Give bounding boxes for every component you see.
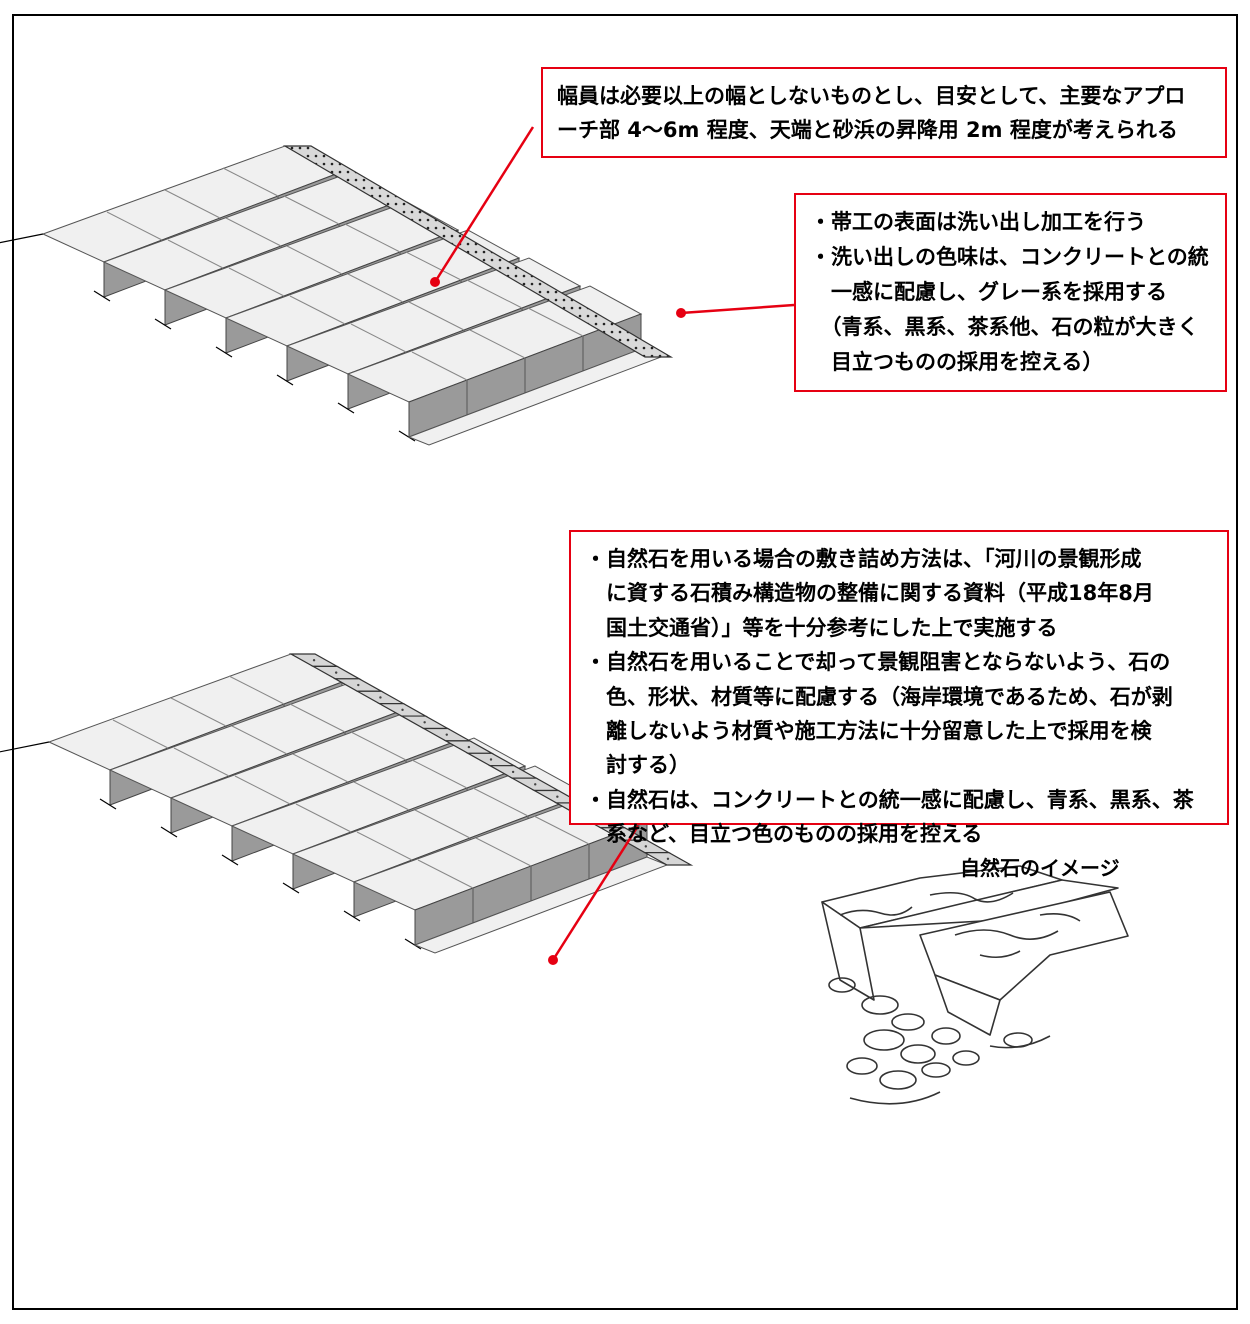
callout-line: 討する） xyxy=(585,753,690,778)
callout-line: 目立つものの採用を控える） xyxy=(810,350,1104,374)
callout-line: ーチ部 4～6m 程度、天端と砂浜の昇降用 2m 程度が考えられる xyxy=(557,118,1178,142)
callout-line: 幅員は必要以上の幅としないものとし、目安として、主要なアプロ xyxy=(557,84,1186,108)
callout-line: （青系、黒系、茶系他、石の粒が大きく xyxy=(810,315,1199,339)
callout-line: ・自然石は、コンクリートとの統一感に配慮し、青系、黒系、茶 xyxy=(585,787,1194,812)
callout-line: ・帯工の表面は洗い出し加工を行う xyxy=(810,210,1146,234)
stairs-illustration-washed-finish xyxy=(0,145,674,446)
callout-line: ・洗い出しの色味は、コンクリートとの統 xyxy=(810,245,1209,269)
surface-finish-callout: ・帯工の表面は洗い出し加工を行う ・洗い出しの色味は、コンクリートとの統 一感に… xyxy=(794,193,1227,392)
callout-line: 色、形状、材質等に配慮する（海岸環境であるため、石が剥 xyxy=(585,684,1173,709)
callout-line: ・自然石を用いることで却って景観阻害とならないよう、石の xyxy=(585,650,1171,675)
stone-image-caption: 自然石のイメージ xyxy=(960,856,1120,880)
callout-line: 系など、目立つ色のものの採用を控える xyxy=(585,822,983,847)
callout-line: 国土交通省）」等を十分参考にした上で実施する xyxy=(585,615,1058,640)
natural-stone-callout: ・自然石を用いる場合の敷き詰め方法は、「河川の景観形成 に資する石積み構造物の整… xyxy=(569,530,1229,846)
page-frame xyxy=(12,14,1238,1310)
natural-stone-sketch xyxy=(821,865,1129,1105)
callout-line: ・自然石を用いる場合の敷き詰め方法は、「河川の景観形成 xyxy=(585,547,1142,571)
callout-line: に資する石積み構造物の整備に関する資料（平成18年8月 xyxy=(585,581,1154,606)
callout-line: 一感に配慮し、グレー系を採用する xyxy=(810,280,1167,304)
leader-lines xyxy=(430,126,795,965)
width-guideline-callout: 幅員は必要以上の幅としないものとし、目安として、主要なアプロ ーチ部 4～6m … xyxy=(541,67,1227,158)
washed-finish-band xyxy=(282,145,674,358)
callout-line: 離しないよう材質や施工方法に十分留意した上で採用を検 xyxy=(585,719,1152,744)
